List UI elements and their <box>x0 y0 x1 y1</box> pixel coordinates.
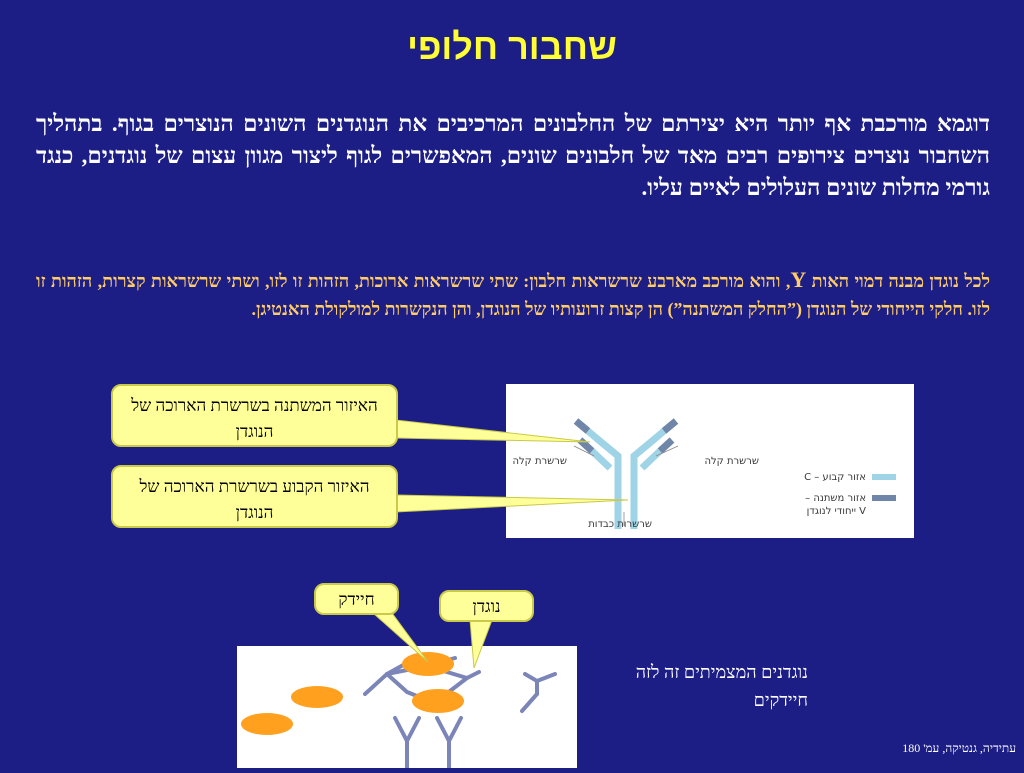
heavy-chain-right <box>630 428 667 529</box>
footer-citation: עתידיה, גנטיקה, עמ' 180 <box>902 741 1016 755</box>
bacterium-2 <box>412 689 464 713</box>
agglutination-svg <box>241 652 557 770</box>
heavy-chain-left <box>585 428 622 529</box>
pointer-bacterium <box>371 612 429 663</box>
light-chain-left-label: שרשרת קלה <box>512 456 567 467</box>
bacterium-1 <box>402 652 454 676</box>
heavy-variable-right <box>661 418 679 434</box>
legend-constant-label: אזור קבוע – C <box>804 472 866 483</box>
legend-constant-swatch <box>872 474 896 480</box>
callout-variable-region: האיזור המשתנה בשרשרת הארוכה של הנוגדן <box>111 384 398 447</box>
callout-bacterium: חיידק <box>314 583 399 615</box>
paragraph-text-part2: , והוא מורכב מארבע שרשראות חלבון: שתי שר… <box>36 271 990 319</box>
paragraph-text-part1: לכל נוגדן מבנה דמוי האות <box>806 271 990 291</box>
legend-variable-swatch <box>872 495 896 501</box>
heavy-chains-label: שרשרות כבדות <box>588 519 652 530</box>
bacterium-4 <box>241 713 293 735</box>
intro-paragraph: דוגמא מורכבת אף יותר היא יצירתם של החלבו… <box>36 111 990 200</box>
light-chain-right <box>639 448 663 471</box>
light-chain-right-label: שרשרת קלה <box>704 456 759 467</box>
light-chain-left <box>589 448 613 471</box>
agglutination-illustration <box>237 646 577 770</box>
bacterium-3 <box>291 686 343 708</box>
page-title: שחבור חלופי <box>407 26 617 67</box>
agglutination-caption: נוגדנים המצמיתים זה לזה חיידקים <box>635 662 808 710</box>
paragraph-y-letter: Y <box>790 267 807 292</box>
antibody-y-illustration <box>573 418 896 529</box>
legend-variable-label: אזור משתנה – V ייחודי לנוגדן <box>805 493 866 517</box>
heavy-variable-left <box>573 418 591 434</box>
callout-antibody: נוגדן <box>439 590 534 622</box>
antibody-structure-paragraph: לכל נוגדן מבנה דמוי האות Y, והוא מורכב מ… <box>36 266 990 323</box>
pointer-antibody <box>469 619 493 669</box>
pointer-constant <box>395 494 629 513</box>
pointer-variable <box>395 419 591 443</box>
callout-constant-region: האיזור הקבוע בשרשרת הארוכה של הנוגדן <box>111 465 398 528</box>
antibody-diagram: שרשרת קלה שרשרת קלה שרשרות כבדות אזור קב… <box>506 384 914 538</box>
light-variable-right <box>657 437 675 454</box>
